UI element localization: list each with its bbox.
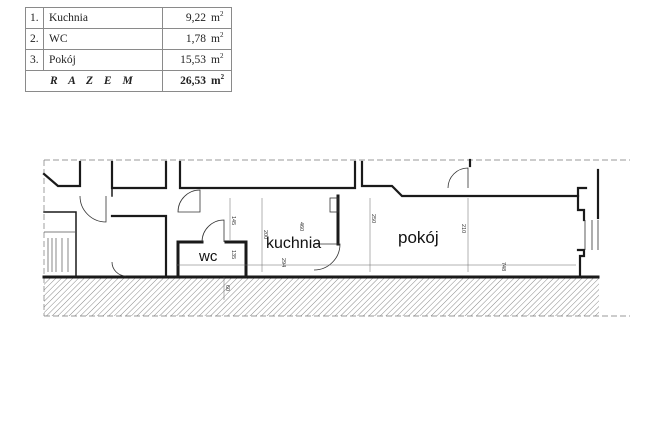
dimension-label: 294 [280, 258, 286, 267]
door-swing-icon [201, 219, 225, 243]
area-table: 1. Kuchnia 9,22 m2 2. WC 1,78 m2 3. Pokó… [25, 7, 232, 92]
hatched-ground [44, 277, 599, 316]
total-row: R A Z E M 26,53 m2 [25, 70, 232, 92]
room-area: 15,53 [162, 49, 209, 71]
stairs-icon [44, 231, 76, 272]
door-swing-icon [111, 261, 127, 277]
room-label-wc: wc [198, 248, 218, 265]
dimension-label: 60 [224, 285, 230, 291]
dimension-label: 250 [370, 214, 376, 223]
area-unit: m2 [209, 70, 232, 92]
door-swings [79, 167, 469, 277]
dimension-lines [176, 198, 576, 300]
table-row: 2. WC 1,78 m2 [25, 28, 232, 50]
room-label-room: pokój [398, 228, 439, 247]
door-swing-icon [329, 197, 339, 213]
walls [42, 158, 600, 279]
door-swing-icon [79, 195, 107, 223]
dimension-label: 210 [460, 224, 466, 233]
total-label: R A Z E M [25, 70, 163, 92]
room-label-kitchen: kuchnia [266, 235, 321, 252]
door-swing-icon [313, 243, 341, 271]
dimension-label: 135 [230, 250, 236, 259]
door-swing-icon [177, 189, 201, 213]
table-row: 1. Kuchnia 9,22 m2 [25, 7, 232, 29]
dimension-label: 460 [298, 222, 304, 231]
room-name: Pokój [43, 49, 163, 71]
window-icon [584, 220, 599, 250]
door-swing-icon [447, 167, 469, 189]
total-area: 26,53 [162, 70, 209, 92]
dimension-label: 145 [230, 216, 236, 225]
dimension-label: 200 [262, 230, 268, 239]
dimension-label: 748 [500, 262, 506, 271]
table-row: 3. Pokój 15,53 m2 [25, 49, 232, 71]
